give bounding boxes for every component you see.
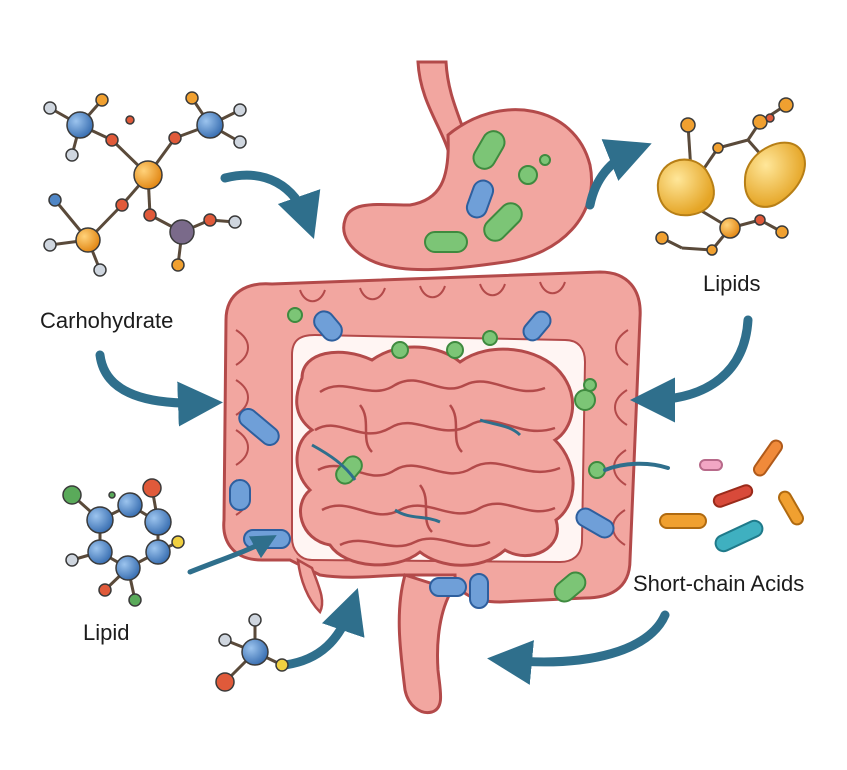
stomach	[342, 108, 593, 272]
small-molecule	[215, 613, 289, 692]
label-carbohydrate: Carhohydrate	[40, 308, 174, 333]
label-lipids: Lipids	[703, 271, 761, 296]
rectum	[397, 573, 455, 715]
intestine-folds	[314, 379, 561, 548]
short-chain-acid-rods	[659, 439, 804, 553]
flow-arrow	[280, 587, 365, 670]
lipid-droplets	[655, 97, 806, 256]
small-intestine	[295, 345, 575, 567]
flow-arrow	[585, 139, 652, 210]
lipid-molecule	[62, 478, 185, 607]
label-lipid: Lipid	[83, 620, 130, 645]
flow-arrow	[630, 315, 753, 423]
flow-arrow	[220, 170, 321, 239]
gut	[222, 60, 642, 715]
gut-bacteria	[229, 130, 615, 609]
label-short-chain-acids: Short-chain Acids	[633, 571, 805, 596]
flow-arrow	[487, 610, 670, 685]
flow-arrow	[187, 535, 277, 575]
flow-arrow	[95, 350, 223, 427]
carbohydrate-molecule	[43, 91, 247, 277]
appendix	[296, 557, 324, 615]
flow-arrows	[95, 139, 753, 685]
colon-haustra	[235, 281, 629, 546]
flow-arrow	[603, 461, 670, 472]
